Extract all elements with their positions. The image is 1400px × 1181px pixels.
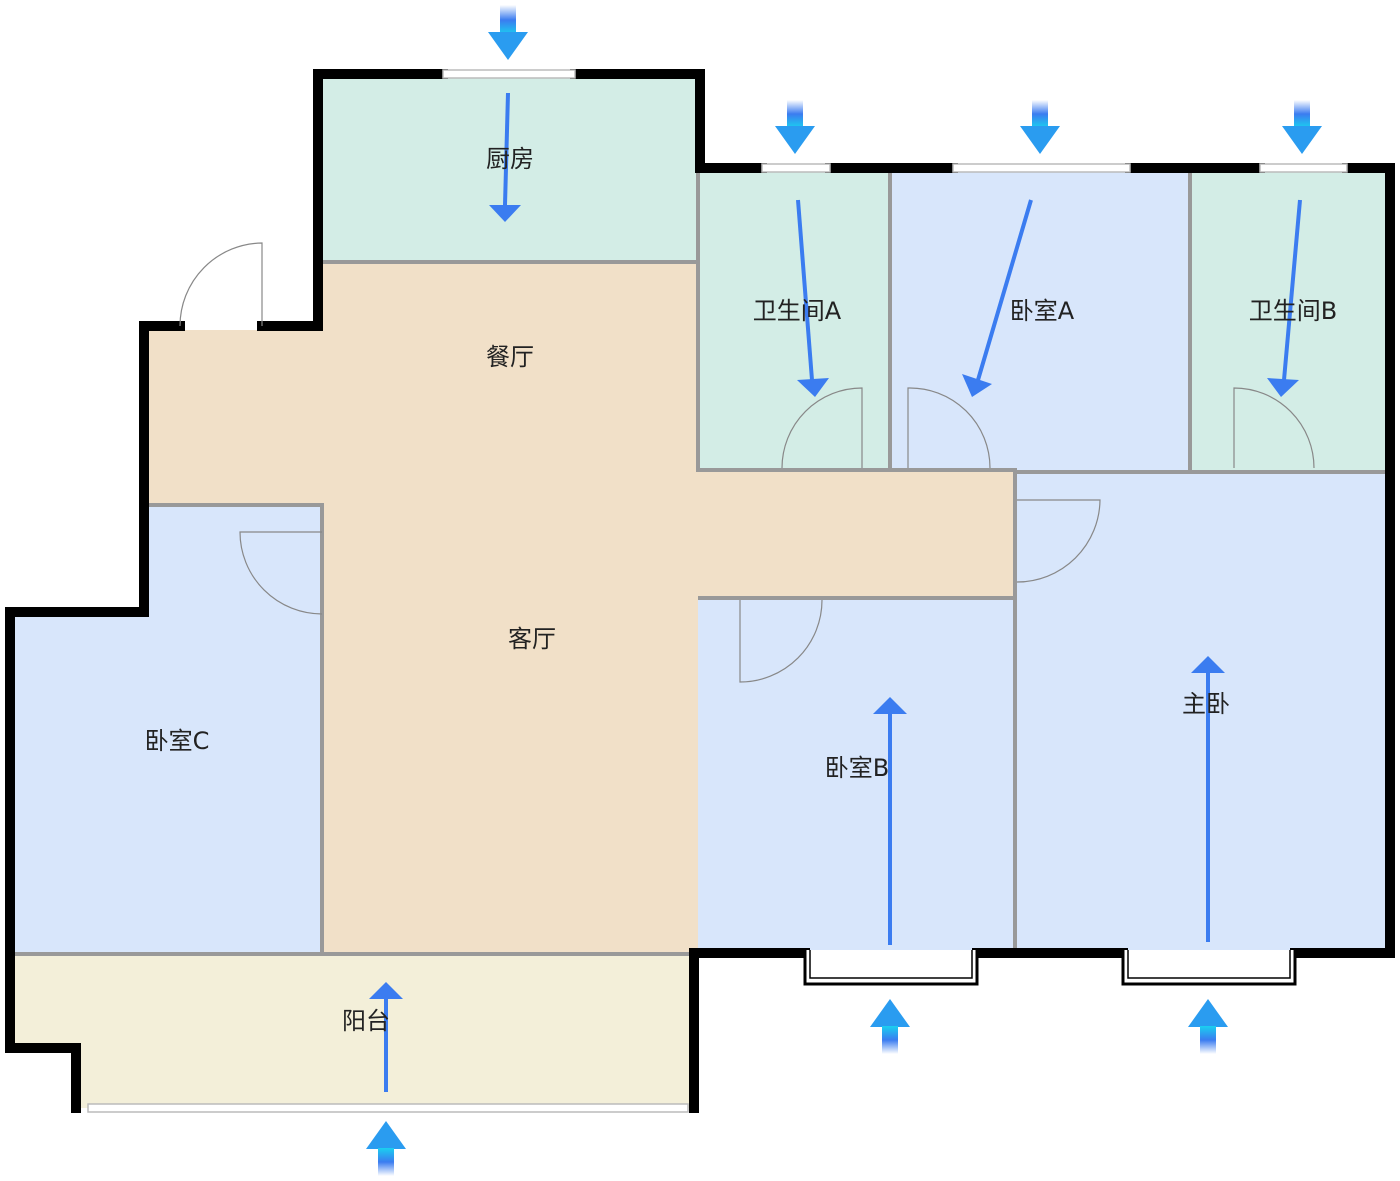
arrow-up-icon bbox=[366, 1121, 406, 1176]
arrow-up-icon bbox=[870, 999, 910, 1054]
arrow-down-icon bbox=[1020, 100, 1060, 154]
wind-arrows bbox=[366, 5, 1322, 1176]
arrow-down-icon bbox=[775, 100, 815, 154]
label-bathroom-b: 卫生间B bbox=[1249, 297, 1337, 325]
label-bathroom-a: 卫生间A bbox=[753, 297, 842, 325]
arrow-down-icon bbox=[488, 5, 528, 60]
label-dining: 餐厅 bbox=[486, 343, 534, 371]
room-living-dining bbox=[148, 262, 1015, 952]
room-bedroom-b bbox=[698, 598, 1015, 950]
label-master-bedroom: 主卧 bbox=[1182, 690, 1230, 718]
room-master-bedroom bbox=[1017, 472, 1388, 950]
arrow-up-icon bbox=[1188, 999, 1228, 1054]
room-bedroom-a bbox=[892, 172, 1190, 470]
label-bedroom-b: 卧室B bbox=[825, 754, 889, 782]
exterior-walls bbox=[5, 69, 1395, 1113]
label-balcony: 阳台 bbox=[342, 1007, 390, 1035]
room-kitchen bbox=[322, 78, 698, 262]
label-kitchen: 厨房 bbox=[486, 145, 534, 173]
windows bbox=[87, 69, 1348, 1113]
arrow-down-icon bbox=[1282, 100, 1322, 154]
doors bbox=[179, 242, 1315, 683]
room-balcony bbox=[14, 954, 694, 1108]
interior-walls bbox=[14, 170, 1390, 956]
label-bedroom-a: 卧室A bbox=[1010, 297, 1075, 325]
room-bathroom-a bbox=[700, 172, 890, 470]
label-bedroom-c: 卧室C bbox=[145, 727, 210, 755]
label-living: 客厅 bbox=[508, 625, 556, 653]
airflow-arrows bbox=[369, 92, 1302, 1092]
